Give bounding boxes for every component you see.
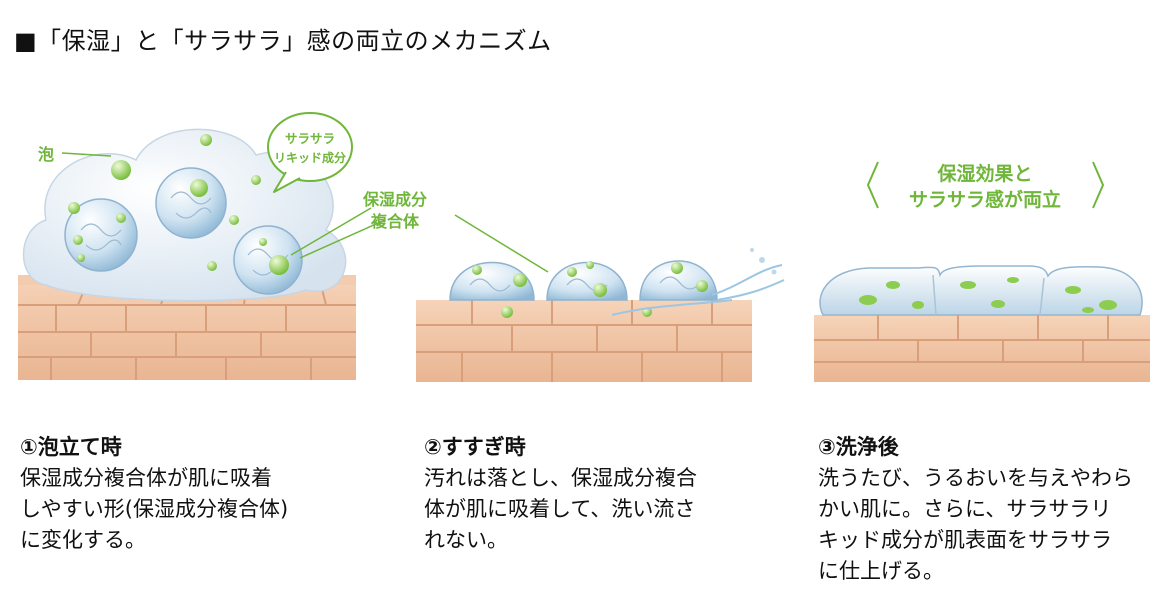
caption-rinsing: ②すすぎ時 汚れは落とし、保湿成分複合 体が肌に吸着して、洗い流さ れない。 <box>424 432 794 556</box>
protective-film <box>819 265 1143 316</box>
foaming-illustration: 泡 サラサラ リキッド成分 <box>18 112 372 380</box>
liquid-speech-bubble: サラサラ リキッド成分 <box>267 112 353 193</box>
panel-foaming: 泡 サラサラ リキッド成分 <box>16 100 372 390</box>
caption-line: 洗うたび、うるおいを与えやわら <box>818 466 1133 490</box>
caption-line: れない。 <box>424 528 508 552</box>
caption-heading: ①泡立て時 <box>20 435 122 459</box>
result-label: 保湿効果と サラサラ感が両立 <box>866 161 1105 211</box>
caption-heading: ③洗浄後 <box>818 435 899 459</box>
bubble-label-line2: リキッド成分 <box>274 150 346 165</box>
skin-block <box>416 300 752 382</box>
result-label-line2: サラサラ感が両立 <box>909 188 1061 211</box>
caption-line: かい肌に。さらに、サラサラリ <box>818 497 1112 521</box>
foam-label: 泡 <box>38 145 54 164</box>
rinsing-illustration <box>416 248 785 382</box>
caption-line: 体が肌に吸着して、洗い流さ <box>424 497 696 521</box>
caption-line: しやすい形(保湿成分複合体) <box>20 497 289 521</box>
page-title: ■「保湿」と「サラサラ」感の両立のメカニズム <box>14 27 552 55</box>
panel-rinsing <box>412 100 787 390</box>
skin-block <box>814 315 1150 382</box>
panel-after-wash: 保湿効果と サラサラ感が両立 <box>808 100 1163 390</box>
caption-line: 汚れは落とし、保湿成分複合 <box>424 466 697 490</box>
after-wash-illustration: 保湿効果と サラサラ感が両立 <box>814 161 1150 382</box>
caption-line: に仕上げる。 <box>818 559 944 583</box>
result-label-line1: 保湿効果と <box>936 162 1032 185</box>
caption-after-wash: ③洗浄後 洗うたび、うるおいを与えやわら かい肌に。さらに、サラサラリ キッド成… <box>818 432 1168 587</box>
bubble-label-line1: サラサラ <box>285 131 335 146</box>
water-splash <box>611 248 785 316</box>
caption-line: 保湿成分複合体が肌に吸着 <box>20 466 272 490</box>
green-beads <box>859 277 1117 313</box>
caption-line: キッド成分が肌表面をサラサラ <box>818 528 1112 552</box>
green-beads <box>68 134 289 275</box>
caption-line: に変化する。 <box>20 528 146 552</box>
caption-foaming: ①泡立て時 保湿成分複合体が肌に吸着 しやすい形(保湿成分複合体) に変化する。 <box>20 432 380 556</box>
green-beads <box>472 261 708 318</box>
caption-heading: ②すすぎ時 <box>424 435 526 459</box>
complex-label-line1: 保湿成分 <box>362 190 427 209</box>
